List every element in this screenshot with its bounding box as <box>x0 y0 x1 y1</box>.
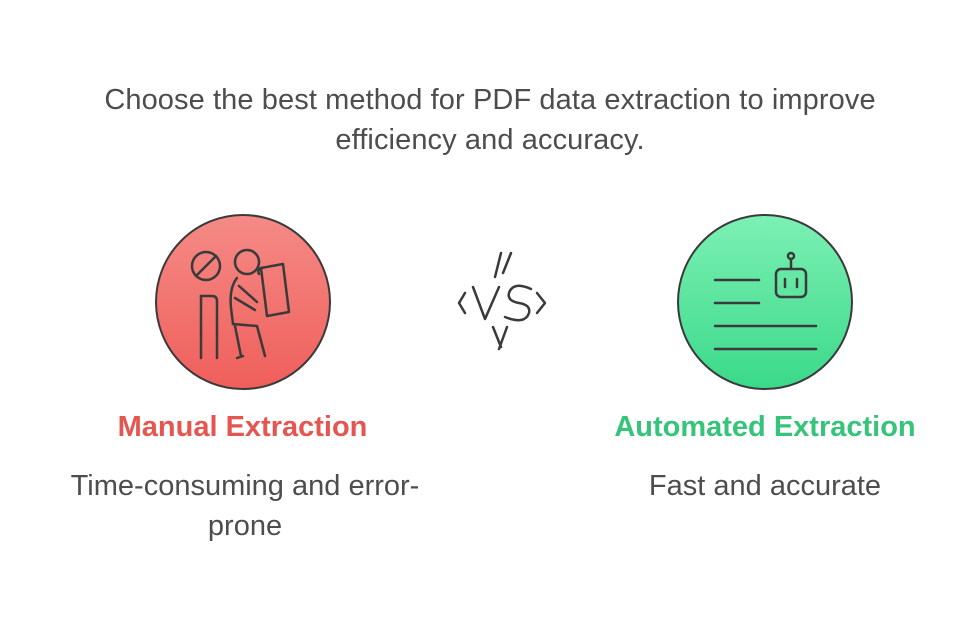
manual-extraction-title: Manual Extraction <box>117 411 368 443</box>
automated-extraction-circle <box>677 214 853 390</box>
vs-lightning-icon <box>457 251 547 351</box>
automated-extraction-description: Fast and accurate <box>648 470 882 502</box>
person-reading-with-no-sign-icon <box>190 248 291 360</box>
headline: Choose the best method for PDF data extr… <box>104 84 876 156</box>
automated-extraction-title: Automated Extraction <box>614 411 916 443</box>
robot-document-icon <box>713 251 818 351</box>
manual-extraction-circle <box>155 214 331 390</box>
manual-extraction-description: Time-consuming and error-prone <box>70 470 420 542</box>
